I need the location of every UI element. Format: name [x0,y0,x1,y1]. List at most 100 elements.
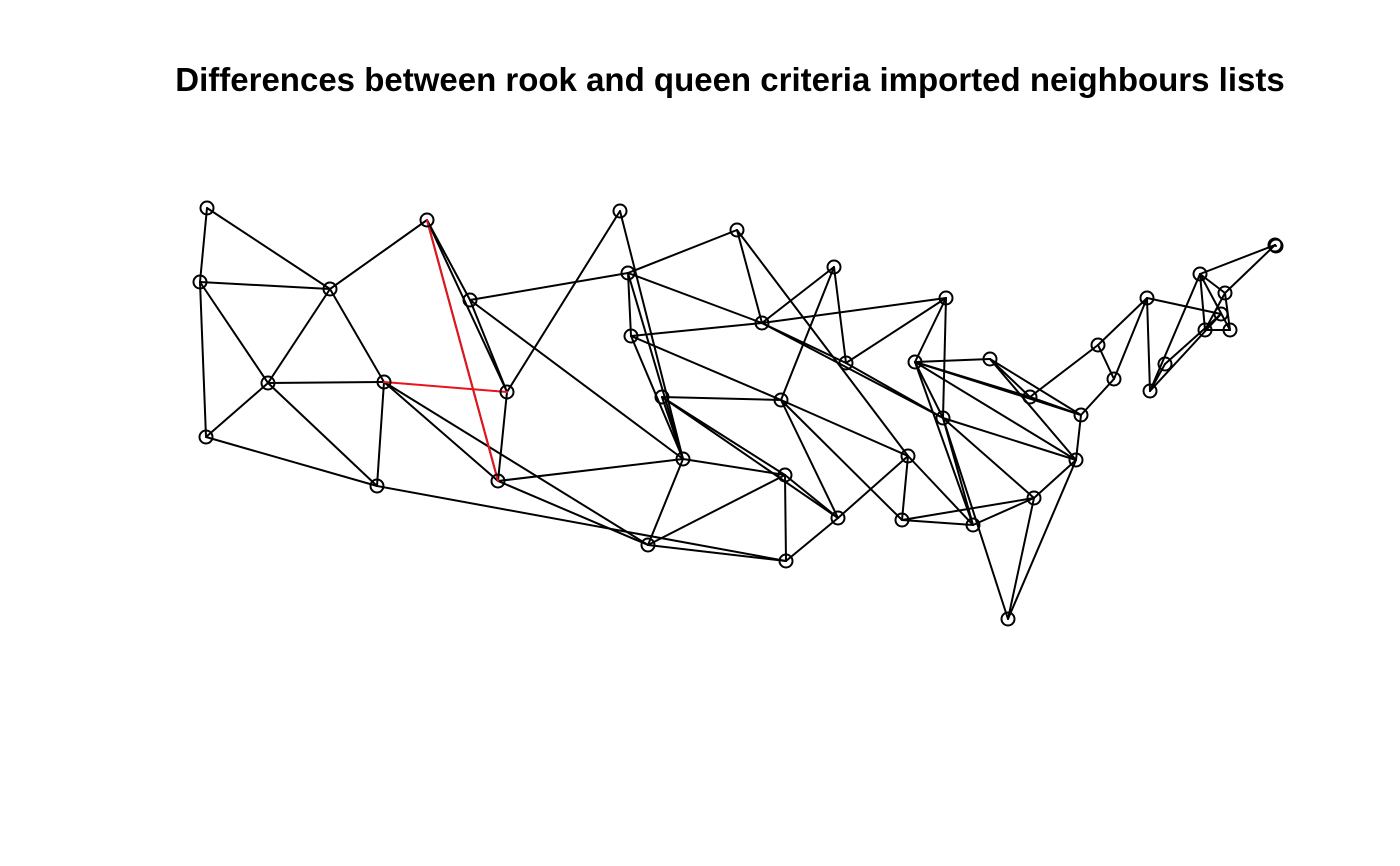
node-circle [830,510,846,526]
node-circle [778,553,794,569]
neighbour-edge [630,335,782,401]
neighbour-edge [989,358,1031,398]
neighbour-edge [901,455,909,521]
neighbour-edge [780,399,903,521]
neighbour-edge [736,229,909,457]
node-circle [1142,383,1158,399]
neighbour-edge [199,207,208,283]
node-circle [1217,285,1233,301]
neighbour-edge [1149,313,1222,392]
neighbour-edge [1164,313,1222,365]
neighbour-edge [1080,378,1115,416]
neighbour-edge [1075,414,1082,461]
neighbour-edge [837,455,909,519]
node-circle [322,281,338,297]
neighbour-edge [907,455,974,526]
neighbour-edge [845,362,944,419]
neighbour-edge [1224,244,1276,294]
node-circle [462,292,478,308]
node-circle [376,374,392,390]
neighbour-edge [1007,459,1077,620]
node-circle [1068,452,1084,468]
neighbour-edge [682,458,786,476]
neighbour-edge [845,297,947,364]
neighbour-edge [627,272,684,460]
node-circle [419,212,435,228]
node-circle [900,448,916,464]
neighbour-edge [1274,244,1277,247]
node-circle [1000,611,1016,627]
neighbour-edge [619,210,684,460]
node-circle [1022,389,1038,405]
neighbour-edge [469,299,684,460]
neighbour-edge [736,229,763,324]
neighbour-edge [630,322,763,337]
neighbour-edge [1146,297,1151,392]
neighbour-edge [647,544,787,562]
neighbour-edge [1199,244,1276,275]
neighbour-edge [469,299,508,393]
neighbour-edge [205,436,378,487]
neighbour-edge [383,381,499,482]
neighbour-edge [661,396,684,460]
node-circle [1026,490,1042,506]
node-circle [1106,371,1122,387]
difference-edge [426,219,499,482]
neighbour-edge [761,266,835,324]
node-circle [826,259,842,275]
node-circle [369,478,385,494]
node-circle [675,451,691,467]
neighbour-edge [1007,497,1035,620]
neighbour-edge [972,497,1035,526]
node-circle [192,274,208,290]
node-circle [1197,322,1213,338]
nodes-layer [192,200,1284,627]
node-circle [1157,356,1173,372]
neighbour-edge [627,272,632,337]
node-circle [935,410,951,426]
neighbour-edge [497,458,684,482]
neighbour-edge [914,361,944,419]
node-circle [1073,407,1089,423]
node-circle [1192,266,1208,282]
neighbour-edge [661,396,839,519]
neighbour-edge [267,382,378,487]
node-circle [612,203,628,219]
neighbour-edge [199,281,331,290]
node-circle [729,222,745,238]
neighbour-edge [785,517,839,562]
neighbour-edge [267,381,385,384]
neighbour-edge [647,474,786,546]
neighbour-edge [469,272,629,301]
neighbour-edge [199,281,269,384]
neighbour-edge [1199,273,1226,294]
node-circle [838,355,854,371]
node-circle [620,265,636,281]
neighbour-edge [914,361,1077,461]
neighbour-edge [376,485,787,562]
neighbour-edge [1149,273,1201,392]
neighbour-edge [627,272,763,324]
neighbour-edge [329,219,428,290]
node-circle [1090,337,1106,353]
neighbour-edge [989,358,1082,416]
neighbour-edge [329,288,385,383]
neighbour-edge [426,219,471,301]
node-circle [965,517,981,533]
node-circle [1222,322,1238,338]
node-circle [490,473,506,489]
node-circle [1268,238,1284,254]
neighbour-edge [989,358,1077,461]
neighbour-edge [780,399,839,519]
neighbour-edge [942,297,947,419]
node-circle [773,392,789,408]
neighbour-edge [784,474,839,519]
neighbour-edge [630,335,684,460]
node-circle [640,537,656,553]
neighbour-edge [497,391,508,482]
neighbour-edge [627,229,738,274]
neighbour-edge [761,322,944,419]
neighbour-edge [901,519,974,526]
node-circle [894,512,910,528]
node-circle [499,384,515,400]
